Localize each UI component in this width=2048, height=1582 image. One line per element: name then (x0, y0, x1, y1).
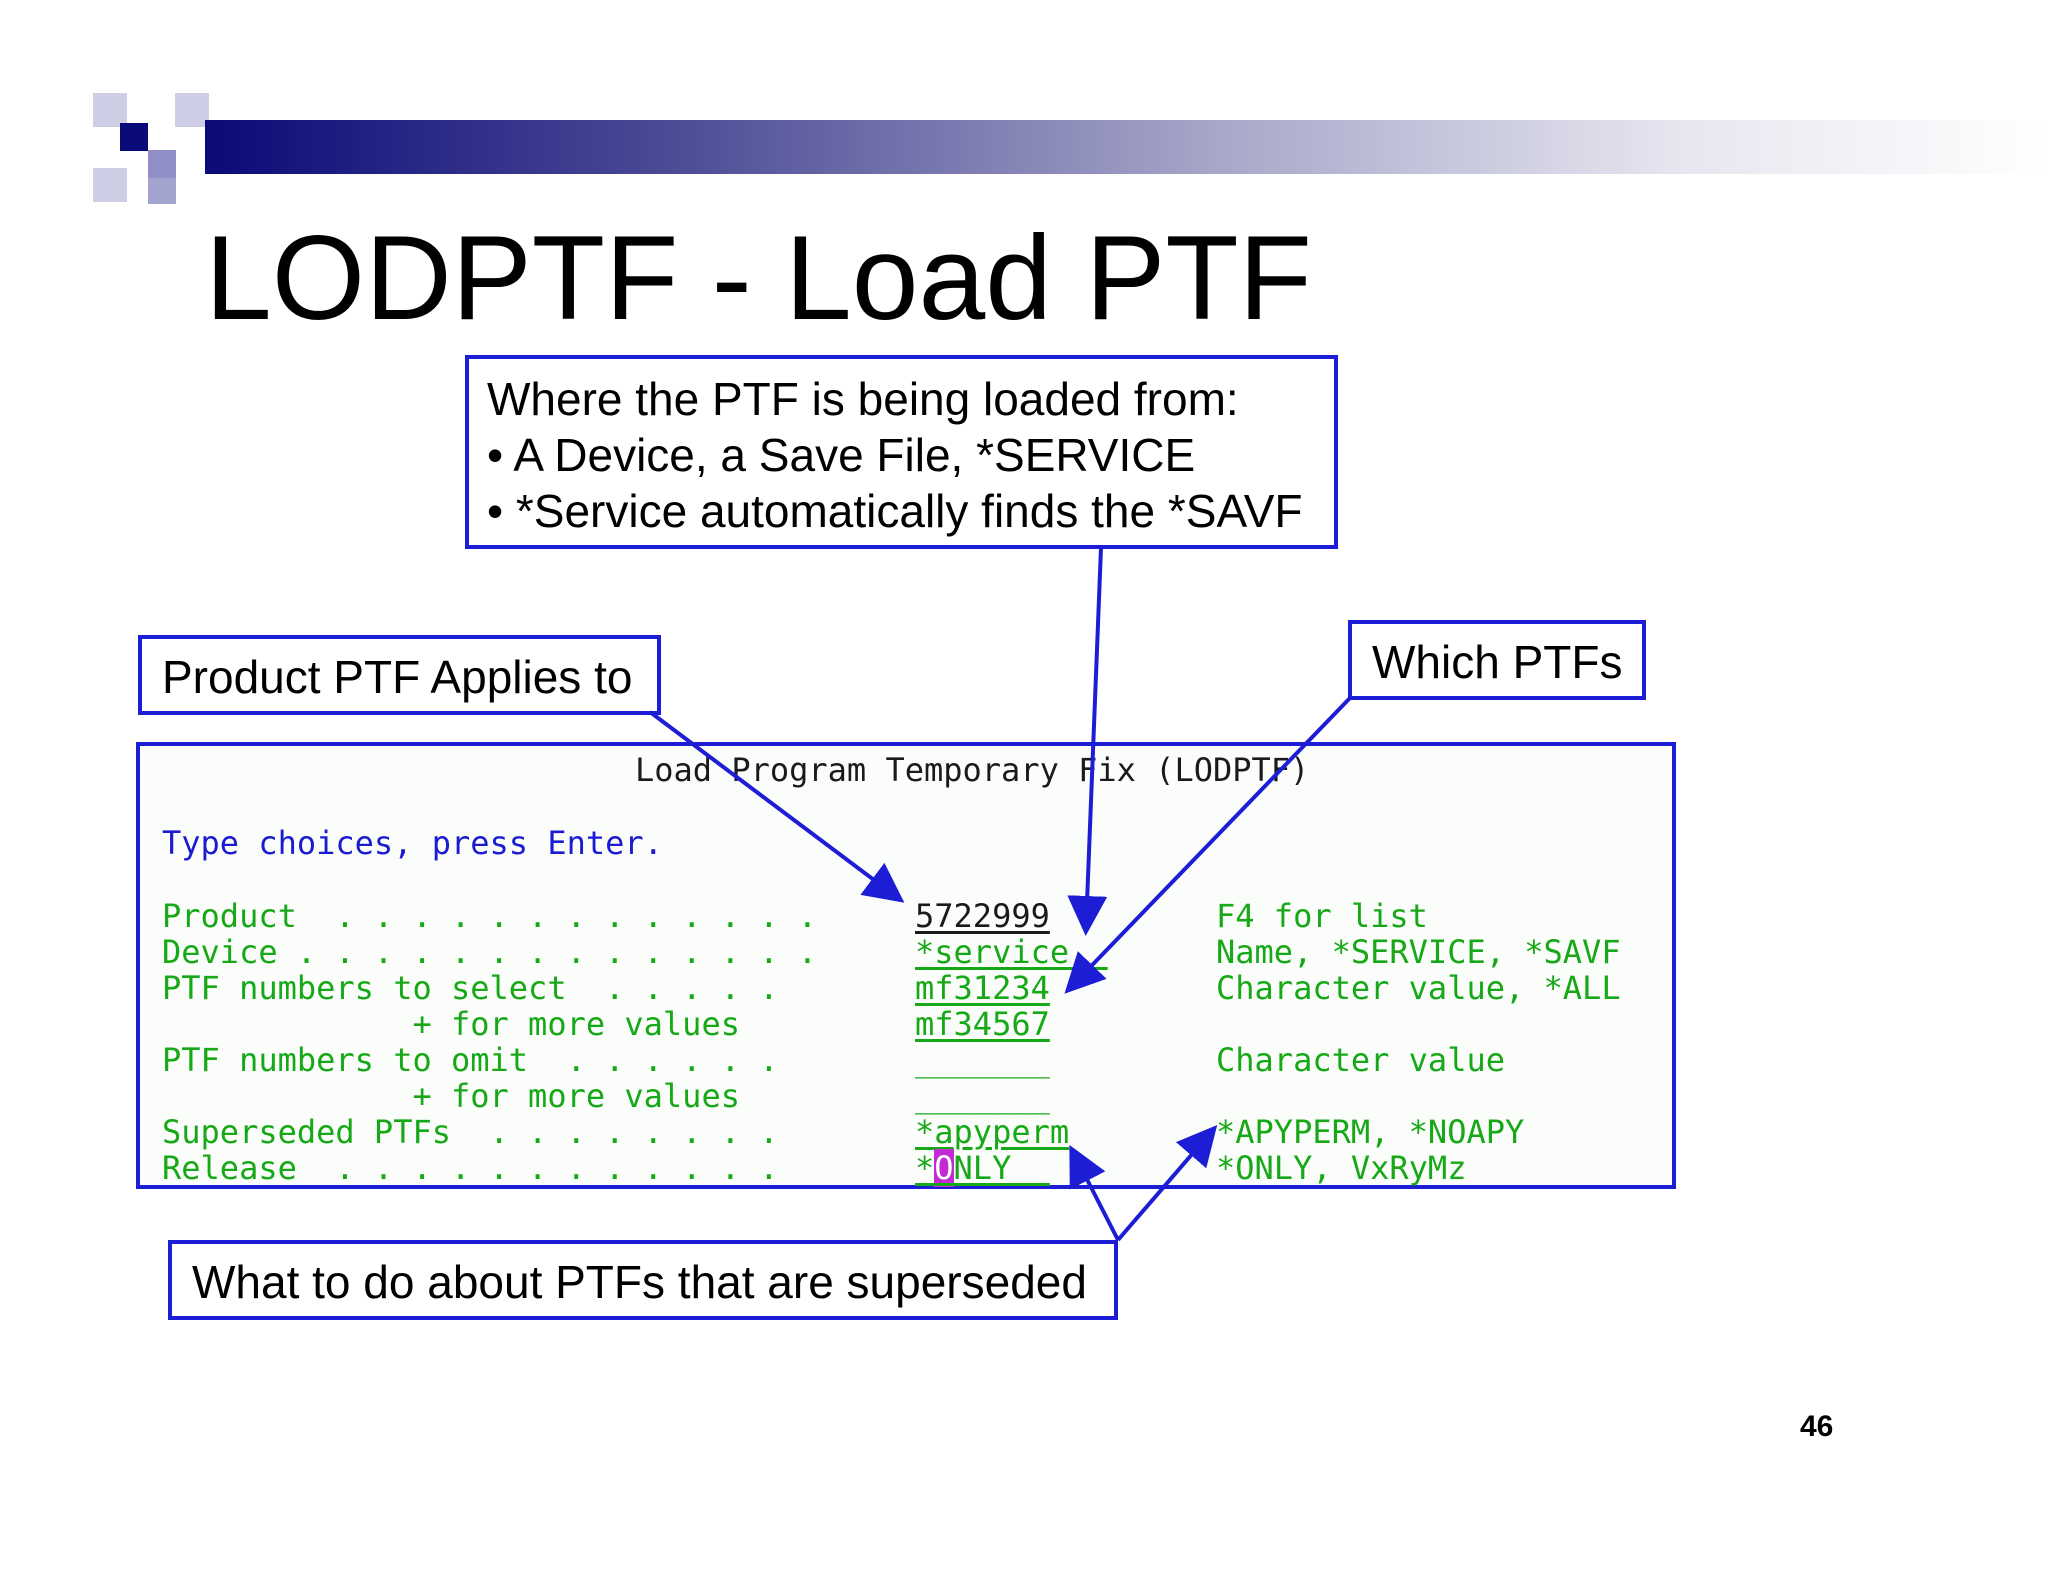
arrow-source (1067, 547, 1108, 936)
field-label-more-values-omit: + for more values (162, 1077, 740, 1115)
callout-source: Where the PTF is being loaded from: • A … (465, 355, 1338, 549)
header-square-dark (120, 123, 148, 151)
field-release-input[interactable]: *ONLY (915, 1149, 1050, 1187)
field-hint-ptf-omit: Character value (1216, 1041, 1505, 1079)
field-hint-superseded: *APYPERM, *NOAPY (1216, 1113, 1525, 1151)
release-rest: NLY (953, 1149, 1050, 1187)
field-product-input[interactable]: 5722999 (915, 897, 1050, 935)
text-cursor: O (934, 1149, 954, 1187)
field-label-ptf-omit: PTF numbers to omit . . . . . . (162, 1041, 779, 1079)
field-hint-product: F4 for list (1216, 897, 1428, 935)
arrow-superseded-1 (1069, 1144, 1120, 1241)
header-square-mid-1 (148, 150, 176, 178)
page-number: 46 (1800, 1410, 1834, 1443)
terminal-instruction: Type choices, press Enter. (162, 824, 663, 862)
field-ptf-select-input-1[interactable]: mf31234 (915, 969, 1050, 1007)
field-ptf-omit-input-2[interactable]: _______ (915, 1077, 1050, 1115)
field-ptf-select-input-2[interactable]: mf34567 (915, 1005, 1050, 1043)
callout-product: Product PTF Applies to (138, 635, 661, 715)
field-device-input[interactable]: *service (915, 933, 1108, 971)
callout-superseded-text: What to do about PTFs that are supersede… (192, 1256, 1087, 1308)
terminal-screen: Load Program Temporary Fix (LODPTF) Type… (136, 742, 1676, 1189)
field-label-superseded: Superseded PTFs . . . . . . . . (162, 1113, 779, 1151)
callout-source-line1: Where the PTF is being loaded from: (487, 373, 1239, 425)
field-label-ptf-select: PTF numbers to select . . . . . (162, 969, 779, 1007)
callout-source-line3: • *Service automatically finds the *SAVF (487, 485, 1303, 537)
terminal-heading: Load Program Temporary Fix (LODPTF) (635, 751, 1310, 789)
arrow-product (648, 710, 905, 903)
field-hint-ptf-select: Character value, *ALL (1216, 969, 1621, 1007)
header-square-light-3 (93, 168, 127, 202)
field-label-product: Product . . . . . . . . . . . . . (162, 897, 818, 935)
header-square-light-2 (175, 93, 209, 127)
field-label-release: Release . . . . . . . . . . . . (162, 1149, 779, 1187)
callout-which-ptfs: Which PTFs (1348, 620, 1646, 700)
callout-source-line2: • A Device, a Save File, *SERVICE (487, 429, 1196, 481)
callout-superseded: What to do about PTFs that are supersede… (168, 1240, 1118, 1320)
header-gradient-band (205, 120, 2048, 174)
header-square-mid-2 (148, 178, 176, 204)
callout-which-text: Which PTFs (1372, 636, 1623, 688)
release-prefix: * (915, 1149, 935, 1187)
arrow-superseded-2 (1116, 1124, 1218, 1242)
field-label-more-values-select: + for more values (162, 1005, 740, 1043)
slide-title: LODPTF - Load PTF (205, 211, 1312, 345)
field-hint-device: Name, *SERVICE, *SAVF (1216, 933, 1621, 971)
header-square-light-1 (93, 93, 127, 127)
field-ptf-omit-input-1[interactable]: _______ (915, 1041, 1050, 1079)
field-hint-release: *ONLY, VxRyMz (1216, 1149, 1467, 1187)
callout-product-text: Product PTF Applies to (162, 651, 633, 703)
arrow-which (1064, 696, 1352, 994)
field-label-device: Device . . . . . . . . . . . . . . (162, 933, 818, 971)
field-superseded-input[interactable]: *apyperm (915, 1113, 1070, 1151)
